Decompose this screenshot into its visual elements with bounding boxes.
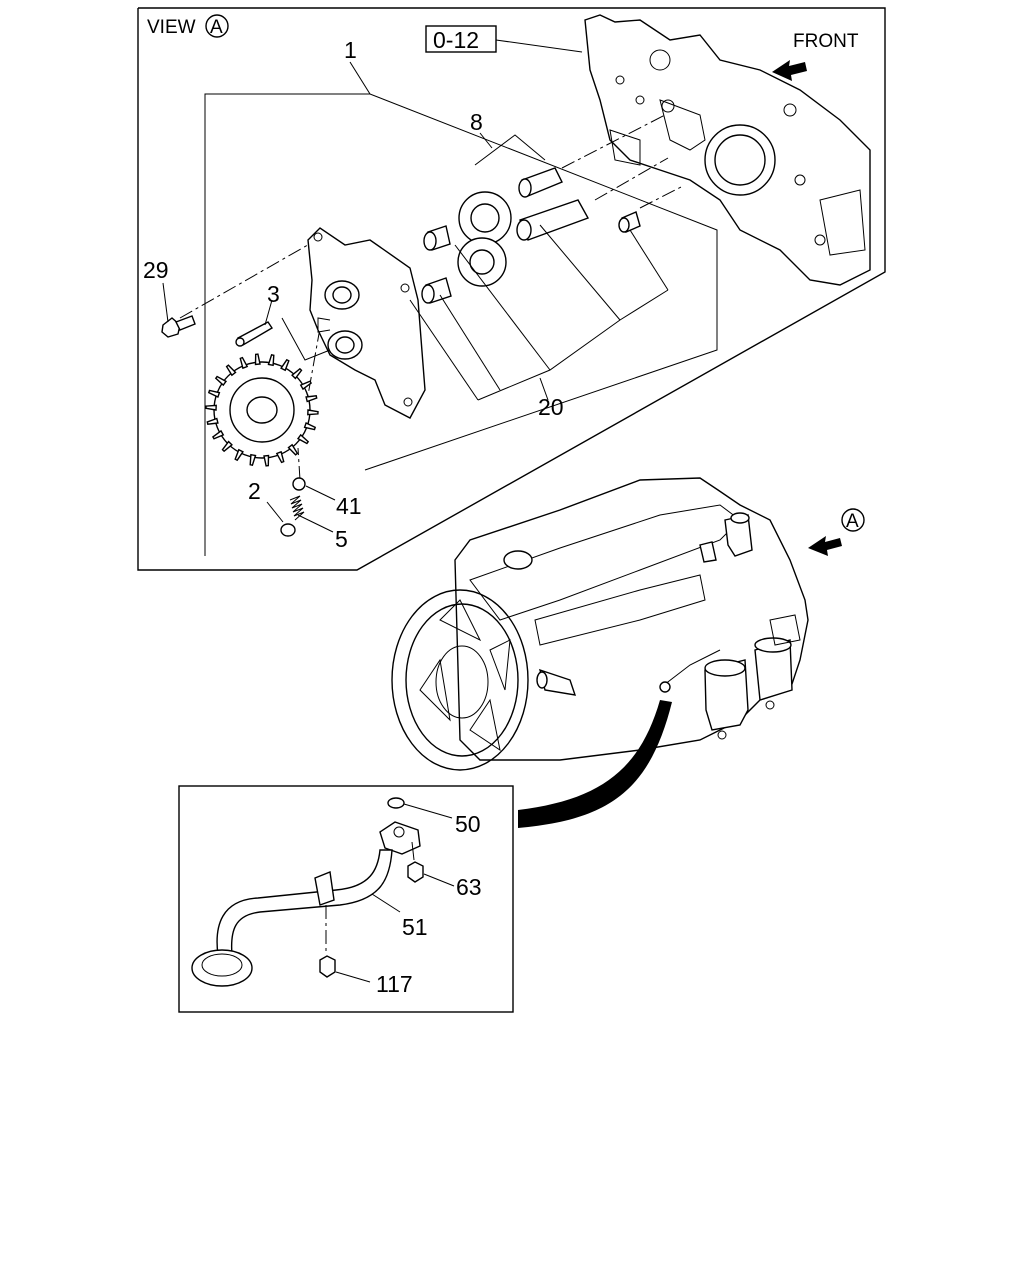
strainer-pipe-51 — [191, 821, 421, 987]
ball-41 — [292, 477, 306, 491]
callout-29: 29 — [143, 257, 169, 283]
gear-tooth — [267, 353, 275, 367]
reference-box — [425, 25, 497, 53]
gear-tooth — [287, 443, 299, 456]
timing-case — [584, 14, 871, 286]
plug-2 — [280, 523, 296, 537]
view-arrow-icon — [808, 536, 842, 556]
gear-tooth — [303, 422, 317, 431]
o-ring-50 — [387, 797, 405, 809]
gear-tooth — [263, 454, 270, 467]
oil-pump-body — [307, 227, 426, 419]
strainer-inset: 50 51 63 117 — [178, 785, 514, 1013]
pin-3 — [235, 321, 273, 347]
callout-20: 20 — [538, 394, 564, 420]
callout-5: 5 — [335, 526, 348, 552]
gear-tooth — [280, 358, 290, 372]
engine-view-marker: A — [846, 511, 859, 532]
gear-tooth — [214, 375, 228, 387]
callout-2: 2 — [248, 478, 261, 504]
gear-tooth — [239, 356, 249, 370]
view-title: VIEW — [147, 17, 196, 38]
front-label: FRONT — [793, 31, 859, 52]
gear-tooth — [206, 417, 219, 425]
callout-50: 50 — [455, 811, 481, 837]
view-marker-a: A — [210, 17, 223, 38]
callout-1: 1 — [344, 37, 357, 63]
gear-tooth — [305, 395, 318, 403]
gear-tooth — [205, 404, 217, 411]
callout-117: 117 — [376, 971, 413, 997]
view-a-panel: VIEW A 0-12 FRONT 1 — [137, 7, 886, 571]
bolt-63 — [407, 841, 424, 883]
gear-tooth — [234, 448, 244, 462]
gear-tooth — [207, 389, 221, 398]
gear-tooth — [249, 453, 257, 467]
engine-assembly: A — [391, 477, 865, 828]
gear-tooth — [211, 429, 225, 440]
callout-3: 3 — [267, 281, 280, 307]
callout-51: 51 — [402, 914, 428, 940]
gear-tooth — [296, 433, 310, 445]
front-arrow-icon — [772, 60, 807, 81]
gear-tooth — [225, 364, 237, 377]
rotor-gear — [457, 191, 512, 287]
callout-41: 41 — [336, 493, 362, 519]
bolt-29 — [161, 315, 196, 338]
reference-label: 0-12 — [433, 27, 479, 53]
gear-tooth — [275, 450, 285, 464]
bolt-117 — [319, 905, 336, 978]
callout-8: 8 — [470, 109, 483, 135]
gear-tooth — [291, 367, 303, 380]
callout-63: 63 — [456, 874, 482, 900]
gear-tooth — [307, 409, 319, 416]
gear-tooth — [221, 440, 233, 453]
gear-tooth — [299, 380, 313, 391]
inset-pointer — [518, 700, 672, 828]
spring-5 — [289, 495, 305, 521]
shafts — [421, 167, 641, 304]
gear-tooth — [254, 353, 261, 366]
drive-gear — [205, 353, 319, 467]
